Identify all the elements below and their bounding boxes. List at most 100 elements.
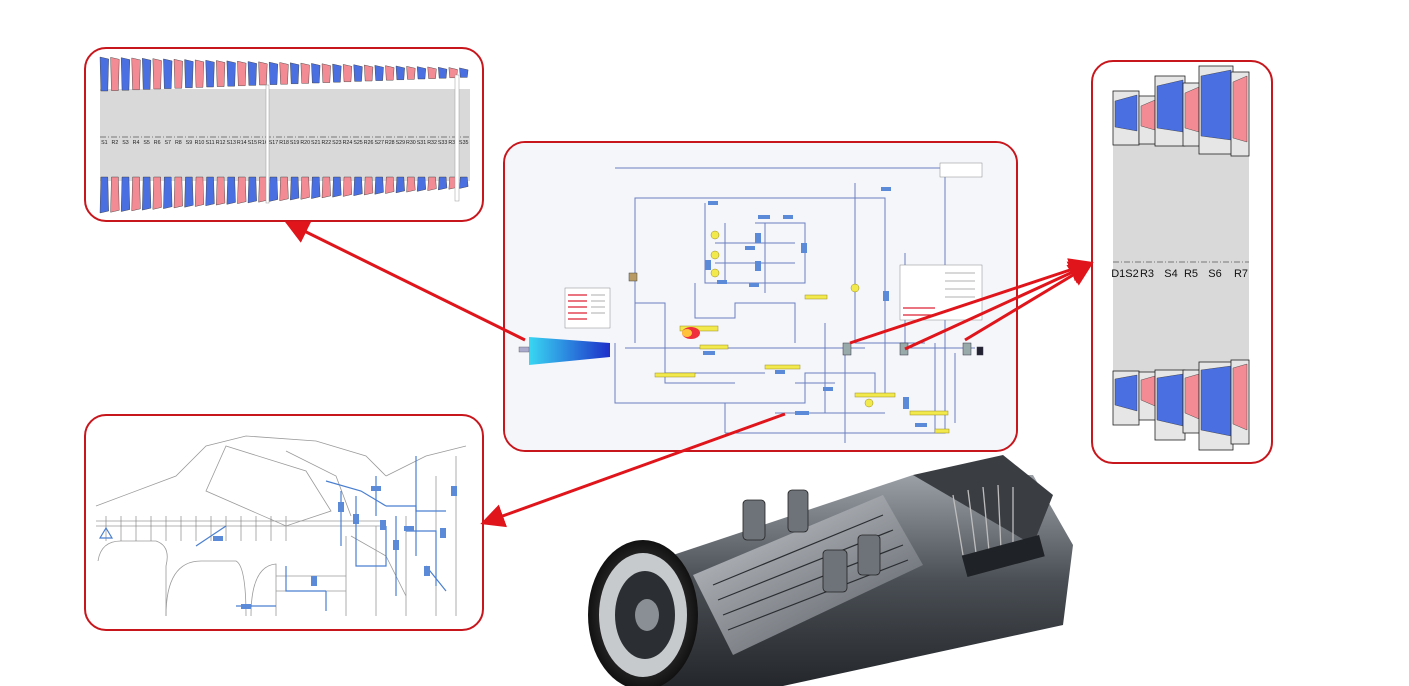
compressor-stage-label: R4 xyxy=(133,140,140,146)
compressor-stage-label: S23 xyxy=(332,140,341,146)
blade-bottom-r28 xyxy=(385,176,395,194)
compressor-stage-label: R16 xyxy=(258,140,268,146)
compressor-stage-label: R8 xyxy=(175,140,182,146)
compressor-stage-label: S15 xyxy=(248,140,257,146)
compressor-stage-label: R30 xyxy=(406,140,416,146)
blade-bottom-r2 xyxy=(110,176,120,213)
cross-section-sketch xyxy=(95,435,467,617)
blade-top-s25 xyxy=(353,64,363,82)
turbine-blade-bottom-s4 xyxy=(1156,373,1184,427)
blade-top-s31 xyxy=(416,66,427,80)
turbine-stage-label: S4 xyxy=(1164,268,1177,280)
blade-top-r14 xyxy=(237,60,247,86)
compressor-stage-label: S1 xyxy=(101,140,108,146)
compressor-stage-label: R34 xyxy=(448,140,458,146)
blade-bottom-r22 xyxy=(321,176,331,199)
compressor-stage-label: S5 xyxy=(143,140,150,146)
blade-top-s33 xyxy=(438,66,448,79)
compressor-stage-label: R2 xyxy=(112,140,119,146)
blade-bottom-s35 xyxy=(459,176,469,189)
compressor-icon xyxy=(529,337,610,365)
blade-top-r22 xyxy=(321,63,331,83)
blade-top-s13 xyxy=(226,60,236,87)
compressor-stage-label: R32 xyxy=(427,140,437,146)
blade-top-r2 xyxy=(110,57,120,91)
blade-bottom-s15 xyxy=(247,176,257,204)
turbine-blade-bottom-r5 xyxy=(1184,373,1200,420)
engine-cross-section-drawing xyxy=(84,414,484,631)
blade-bottom-s13 xyxy=(226,176,236,205)
compressor-stage-label: S29 xyxy=(396,140,405,146)
blade-bottom-r6 xyxy=(152,176,162,210)
blade-top-r26 xyxy=(364,64,374,82)
blade-top-s19 xyxy=(290,62,300,84)
compressor-stage-label: S11 xyxy=(206,140,215,146)
blade-top-s15 xyxy=(247,61,257,86)
blade-top-r28 xyxy=(385,65,395,81)
blade-bottom-s9 xyxy=(184,176,194,208)
blade-top-r32 xyxy=(427,66,437,79)
compressor-stage-label: R10 xyxy=(195,140,205,146)
blade-top-s9 xyxy=(184,59,194,88)
blade-top-r10 xyxy=(194,59,205,88)
blade-top-s35 xyxy=(459,67,469,78)
blade-top-r12 xyxy=(216,60,226,87)
blade-top-r18 xyxy=(279,62,289,85)
gas-turbine-cutaway-render xyxy=(583,455,1080,686)
blade-bottom-s7 xyxy=(163,176,173,209)
compressor-stage-label: S35 xyxy=(459,140,468,146)
turbine-stage-label: R3 xyxy=(1140,268,1154,280)
blade-bottom-r10 xyxy=(194,176,205,207)
turbine-blade-top-d1s2 xyxy=(1114,94,1138,132)
compressor-stage-label: R18 xyxy=(279,140,289,146)
blade-top-r6 xyxy=(152,58,162,90)
compressor-stage-label: R20 xyxy=(300,140,310,146)
compressor-stage-label: R26 xyxy=(364,140,374,146)
blade-bottom-r24 xyxy=(342,176,353,197)
turbine-blade-top-s4 xyxy=(1156,79,1184,133)
compressor-stage-label: R14 xyxy=(237,140,247,146)
blade-top-s7 xyxy=(163,58,173,89)
blade-bottom-r18 xyxy=(279,176,289,202)
blade-bottom-r26 xyxy=(364,176,374,196)
compressor-stage-label: S19 xyxy=(290,140,299,146)
blade-bottom-s1 xyxy=(99,176,109,214)
blade-bottom-s5 xyxy=(142,176,152,211)
blade-top-s11 xyxy=(205,59,215,88)
blade-bottom-r4 xyxy=(131,176,141,212)
blade-bottom-s29 xyxy=(395,176,405,194)
blade-bottom-r30 xyxy=(406,176,416,193)
blade-bottom-s31 xyxy=(416,176,427,192)
compressor-stage-label: S21 xyxy=(311,140,320,146)
blade-top-r8 xyxy=(173,58,183,89)
blade-top-s17 xyxy=(268,61,279,85)
compressor-stage-label: S7 xyxy=(165,140,172,146)
blade-top-r16 xyxy=(258,61,268,86)
blade-top-s21 xyxy=(311,63,321,84)
compressor-stage-label: S17 xyxy=(269,140,278,146)
blade-bottom-s27 xyxy=(374,176,384,195)
blade-top-r24 xyxy=(342,64,353,82)
turbine-blade-bottom-d1s2 xyxy=(1114,374,1138,412)
blade-top-r30 xyxy=(406,66,416,80)
blade-top-r4 xyxy=(131,57,141,90)
blade-top-s23 xyxy=(332,63,342,83)
turbine-stage-label: R7 xyxy=(1234,268,1248,280)
blade-top-s1 xyxy=(99,56,109,92)
compressor-stage-label: S33 xyxy=(438,140,447,146)
blade-top-s29 xyxy=(395,65,405,80)
blade-bottom-s11 xyxy=(205,176,215,207)
arrow-to-compressor xyxy=(284,221,526,342)
turbine-blade-bottom-r7 xyxy=(1232,363,1248,431)
compressor-stage-label: S3 xyxy=(122,140,129,146)
blade-bottom-s3 xyxy=(120,176,131,212)
compressor-stage-label: R24 xyxy=(343,140,353,146)
compressor-stage-label: S13 xyxy=(226,140,235,146)
blade-bottom-s33 xyxy=(438,176,448,191)
compressor-stage-label: R6 xyxy=(154,140,161,146)
turbine-blade-top-r5 xyxy=(1184,86,1200,133)
compressor-stage-label: R12 xyxy=(216,140,226,146)
